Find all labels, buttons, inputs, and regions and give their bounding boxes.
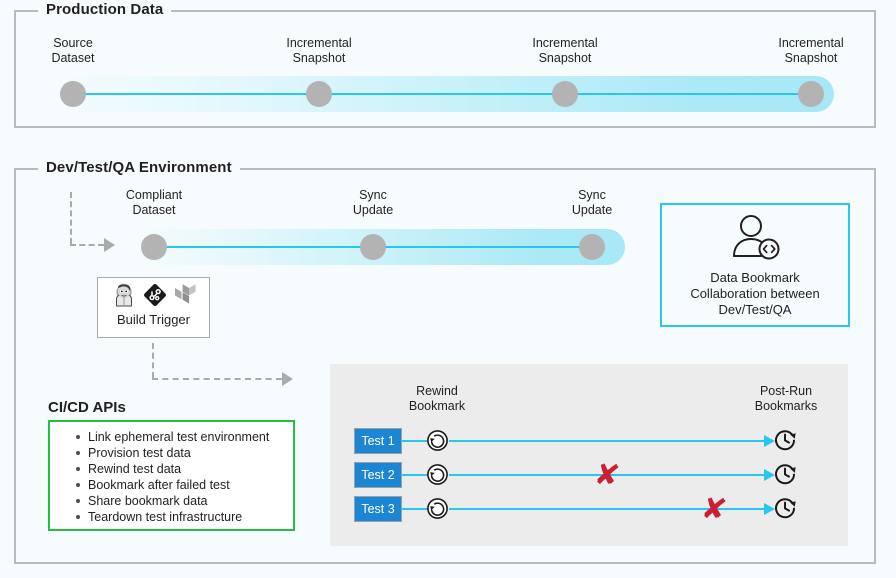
build-trigger-label: Build Trigger: [117, 312, 190, 327]
rewind-bookmark-column-header: Rewind Bookmark: [409, 384, 465, 414]
rewind-icon[interactable]: [426, 497, 449, 525]
label-line-2: Snapshot: [292, 51, 346, 65]
test-label: Test 1: [361, 434, 395, 448]
label-line-2: Dataset: [132, 203, 176, 217]
test-line-3-right: [449, 508, 768, 510]
production-node-label-1: Source Dataset: [51, 36, 94, 66]
production-timeline-line: [73, 93, 811, 95]
dev-node-label-2: Sync Update: [353, 188, 393, 218]
post-run-bookmark-icon[interactable]: [773, 462, 798, 492]
production-node-label-4: Incremental Snapshot: [778, 36, 843, 66]
list-item: Share bookmark data: [76, 493, 293, 509]
production-data-panel: [14, 10, 876, 128]
production-node-2: [306, 81, 332, 107]
label-line-1: Compliant: [125, 188, 183, 202]
label-line-1: Incremental: [532, 36, 598, 50]
header-line-1: Rewind: [416, 384, 458, 398]
header-line-1: Post-Run: [759, 384, 813, 398]
production-to-dev-connector-horizontal: [70, 244, 104, 246]
post-run-bookmarks-column-header: Post-Run Bookmarks: [755, 384, 818, 414]
label-line-1: Sync: [578, 188, 606, 202]
test-line-1-left: [402, 440, 428, 442]
jenkins-icon: [112, 282, 136, 313]
build-trigger-to-tests-arrowhead: [282, 372, 293, 386]
production-data-legend: Production Data: [38, 1, 172, 18]
build-trigger-icons: [98, 278, 209, 313]
test-label: Test 3: [361, 502, 395, 516]
test-arrow-2: [764, 469, 775, 481]
post-run-bookmark-icon[interactable]: [773, 496, 798, 526]
terraform-icon: [174, 283, 196, 312]
rewind-icon[interactable]: [426, 463, 449, 491]
list-item: Provision test data: [76, 445, 293, 461]
production-node-label-3: Incremental Snapshot: [532, 36, 597, 66]
production-to-dev-connector-vertical: [70, 192, 72, 244]
data-bookmark-collaboration-box: Data Bookmark Collaboration between Dev/…: [660, 203, 850, 327]
production-node-1: [60, 81, 86, 107]
dev-node-label-1: Compliant Dataset: [126, 188, 182, 218]
dev-test-qa-legend: Dev/Test/QA Environment: [38, 159, 240, 176]
header-line-2: Bookmarks: [754, 399, 818, 413]
label-line-2: Snapshot: [538, 51, 592, 65]
build-trigger-to-tests-horizontal: [152, 378, 282, 380]
production-to-dev-arrowhead: [104, 238, 115, 252]
label-line-2: Snapshot: [784, 51, 838, 65]
test-line-1-right: [449, 440, 768, 442]
label-line-2: Dataset: [51, 51, 95, 65]
production-node-label-2: Incremental Snapshot: [286, 36, 351, 66]
dev-node-label-3: Sync Update: [572, 188, 612, 218]
build-trigger-box[interactable]: Build Trigger: [97, 277, 210, 338]
test-failure-mark-2: ✘: [592, 456, 622, 495]
list-item: Rewind test data: [76, 461, 293, 477]
test-line-3-left: [402, 508, 428, 510]
cicd-apis-box: Link ephemeral test environment Provisio…: [48, 420, 295, 531]
test-arrow-3: [764, 503, 775, 515]
table-row[interactable]: Test 1: [354, 428, 402, 454]
dev-node-1: [141, 234, 167, 260]
collaboration-line-1: Data Bookmark: [710, 270, 800, 285]
test-execution-panel: [330, 364, 848, 546]
label-line-2: Update: [571, 203, 613, 217]
test-arrow-1: [764, 435, 775, 447]
header-line-2: Bookmark: [408, 399, 466, 413]
collaboration-text: Data Bookmark Collaboration between Dev/…: [662, 270, 848, 318]
dev-node-2: [360, 234, 386, 260]
test-failure-mark-3: ✘: [699, 490, 729, 529]
table-row[interactable]: Test 3: [354, 496, 402, 522]
label-line-1: Incremental: [778, 36, 844, 50]
label-line-1: Source: [53, 36, 93, 50]
production-node-4: [798, 81, 824, 107]
test-label: Test 2: [361, 468, 395, 482]
label-line-2: Update: [352, 203, 394, 217]
production-node-3: [552, 81, 578, 107]
list-item: Bookmark after failed test: [76, 477, 293, 493]
collaboration-line-3: Dev/Test/QA: [718, 302, 792, 317]
dev-test-qa-panel: [14, 168, 876, 564]
test-line-2-right: [449, 474, 768, 476]
label-line-1: Sync: [359, 188, 387, 202]
list-item: Teardown test infrastructure: [76, 509, 293, 525]
build-trigger-to-tests-vertical: [152, 343, 154, 378]
cicd-apis-title: CI/CD APIs: [48, 399, 126, 416]
test-line-2-left: [402, 474, 428, 476]
list-item: Link ephemeral test environment: [76, 429, 293, 445]
dev-node-3: [579, 234, 605, 260]
label-line-1: Incremental: [286, 36, 352, 50]
collaboration-line-2: Collaboration between: [690, 286, 820, 301]
post-run-bookmark-icon[interactable]: [773, 428, 798, 458]
rewind-icon[interactable]: [426, 429, 449, 457]
developer-icon: [727, 215, 783, 267]
cicd-apis-list: Link ephemeral test environment Provisio…: [50, 422, 293, 525]
git-icon: [143, 283, 167, 312]
table-row[interactable]: Test 2: [354, 462, 402, 488]
